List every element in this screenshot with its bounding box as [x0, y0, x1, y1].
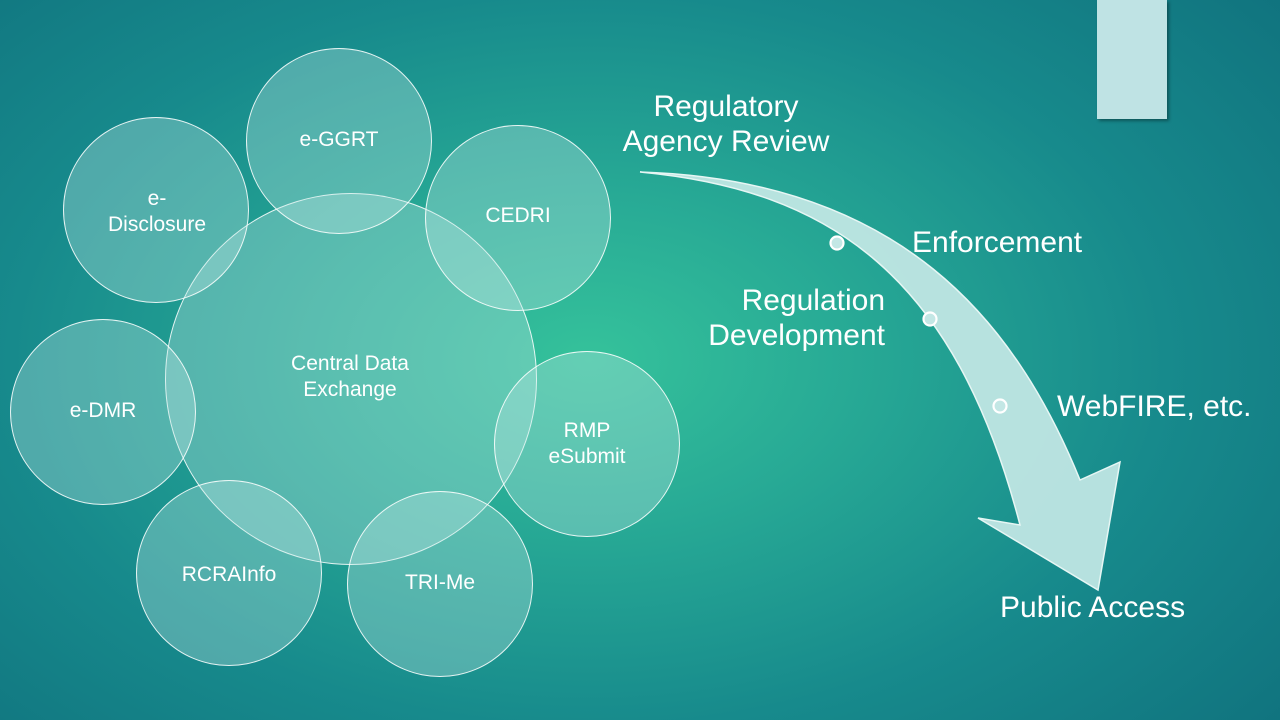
node-e-ggrt-label: e-GGRT	[299, 128, 379, 151]
flow-step-regulation-development-label: Regulation Development	[708, 284, 885, 352]
node-rcrainfo-label: RCRAInfo	[181, 563, 277, 586]
curved-arrow-shape	[639, 171, 1121, 592]
node-rmp-esubmit-label: RMP eSubmit	[548, 419, 626, 468]
node-e-disclosure-circle	[63, 117, 249, 303]
node-tri-me-circle	[347, 491, 533, 677]
node-e-disclosure-label: e- Disclosure	[107, 187, 207, 236]
flow-end-label: Public Access	[1000, 591, 1186, 624]
flow-step-marker-regulation-development	[922, 311, 938, 327]
corner-tab-decoration	[1097, 0, 1167, 119]
central-data-exchange-label: Central Data Exchange	[291, 352, 409, 401]
node-e-ggrt-circle	[246, 48, 432, 234]
node-cedri-label: CEDRI	[485, 204, 551, 227]
flow-step-webfire-label: WebFIRE, etc.	[1057, 390, 1252, 423]
node-cedri-circle	[425, 125, 611, 311]
node-tri-me-label: TRI-Me	[405, 571, 475, 594]
flow-step-marker-webfire	[992, 398, 1008, 414]
node-e-dmr-circle	[10, 319, 196, 505]
flow-step-marker-enforcement	[829, 235, 845, 251]
node-e-dmr-label: e-DMR	[69, 399, 137, 422]
flow-start-label: Regulatory Agency Review	[622, 90, 830, 158]
flow-step-enforcement-label: Enforcement	[912, 226, 1083, 259]
node-rcrainfo-circle	[136, 480, 322, 666]
node-rmp-esubmit-circle	[494, 351, 680, 537]
